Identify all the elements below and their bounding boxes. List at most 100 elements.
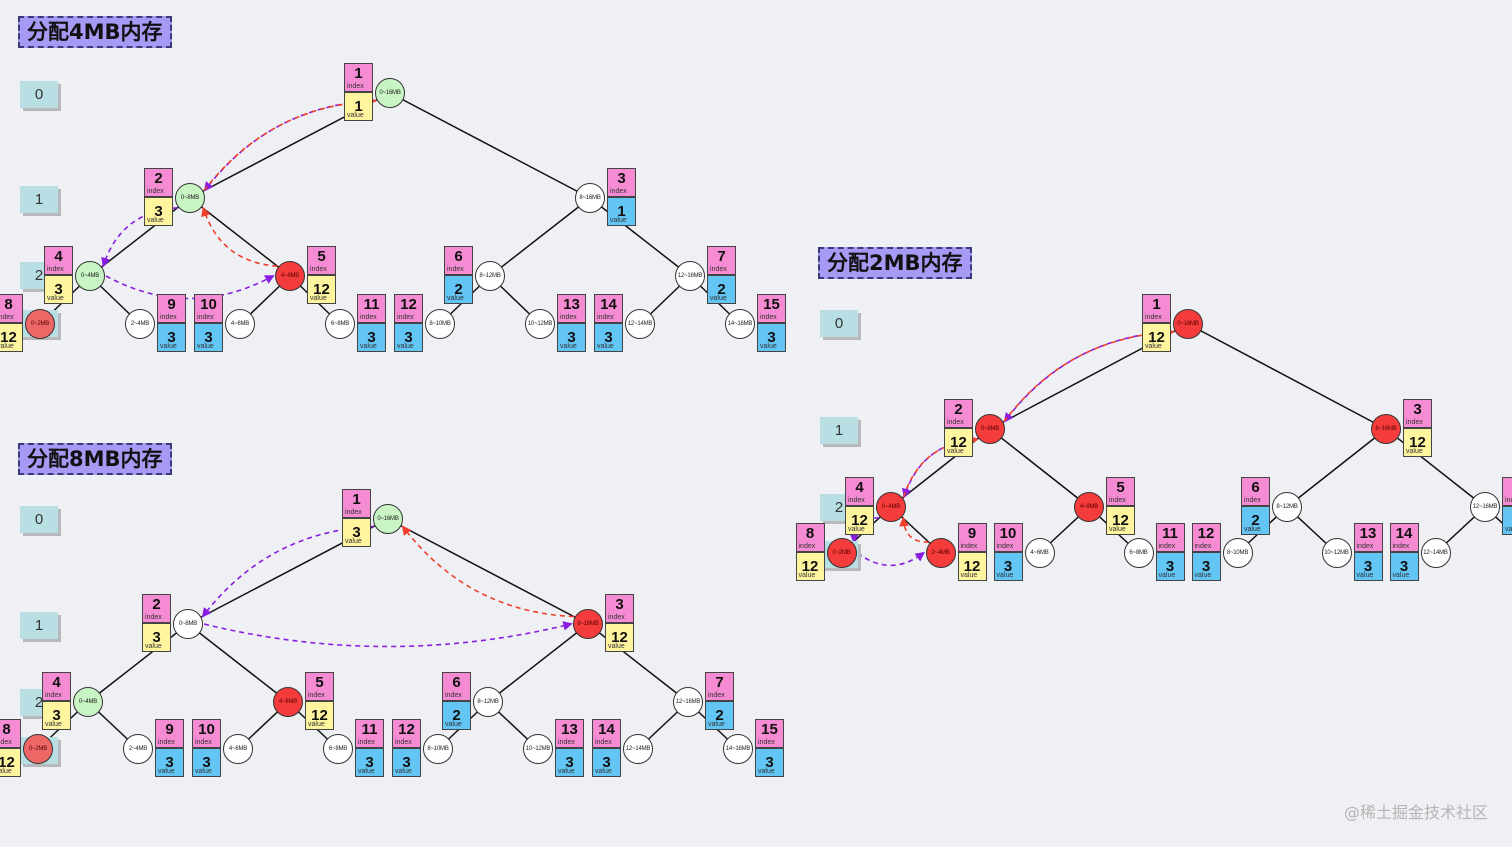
value-number: 3	[404, 329, 413, 346]
value-number: 3	[165, 754, 174, 771]
index-number: 3	[617, 170, 626, 187]
value-caption: value	[708, 721, 725, 728]
tree-node: 12~16MB	[1470, 492, 1500, 522]
value-number: 12	[1148, 329, 1165, 346]
index-caption: index	[1158, 543, 1176, 550]
tree-node: 14~16MB	[723, 734, 753, 764]
value-number: 12	[801, 558, 819, 575]
tree-node: 4~6MB	[1024, 538, 1055, 568]
value-caption: value	[358, 768, 375, 775]
index-caption: index	[345, 509, 362, 516]
value-number: 3	[1399, 558, 1409, 575]
value-number: 12	[311, 707, 328, 724]
tree-node: 0~8MB	[175, 183, 205, 213]
tree-node: 0~8MB	[975, 414, 1005, 444]
index-number: 1	[1152, 296, 1161, 313]
index-number: 8	[805, 525, 815, 542]
tree-node: 0~2MB	[25, 309, 55, 339]
index-caption: index	[1392, 543, 1410, 550]
index-number: 3	[1413, 401, 1422, 418]
index-caption: index	[760, 314, 777, 321]
value-caption: value	[345, 538, 362, 545]
value-caption: value	[147, 217, 164, 224]
index-number: 5	[317, 248, 326, 265]
value-caption: value	[447, 295, 464, 302]
value-number: 12	[611, 629, 628, 646]
value-number: 12	[0, 754, 15, 771]
index-caption: index	[610, 188, 627, 195]
value-caption: value	[1109, 526, 1126, 533]
update-path-arrow	[899, 516, 929, 543]
index-caption: index	[960, 543, 978, 550]
tree-edge	[189, 197, 291, 277]
search-path-arrow	[105, 275, 275, 300]
index-caption: index	[358, 739, 375, 746]
tree-node: 8~10MB	[423, 734, 453, 764]
index-number: 11	[361, 721, 378, 738]
tree-node: 6~8MB	[323, 734, 353, 764]
value-number: 2	[715, 707, 724, 724]
index-caption: index	[347, 83, 364, 90]
index-number: 5	[1116, 479, 1125, 496]
value-number: 3	[1201, 558, 1211, 575]
level-label: 1	[820, 417, 858, 444]
value-caption: value	[848, 526, 865, 533]
index-caption: index	[710, 266, 727, 273]
value-number: 12	[313, 281, 330, 298]
tree-edge	[89, 197, 191, 277]
value-caption: value	[1194, 572, 1212, 579]
index-caption: index	[160, 314, 177, 321]
index-caption: index	[1145, 314, 1162, 321]
index-number: 9	[165, 721, 174, 738]
tree-edge	[1286, 428, 1387, 508]
index-caption: index	[996, 543, 1014, 550]
value-number: 3	[167, 329, 176, 346]
level-label: 1	[20, 612, 58, 639]
value-caption: value	[947, 448, 964, 455]
tree-node: 4~8MB	[273, 687, 303, 717]
index-caption: index	[0, 314, 14, 321]
value-number: 3	[1363, 558, 1373, 575]
index-number: 15	[761, 721, 778, 738]
value-caption: value	[445, 721, 462, 728]
value-number: 3	[767, 329, 776, 346]
level-label: 0	[20, 81, 58, 108]
index-number: 2	[954, 401, 963, 418]
value-number: 3	[367, 329, 376, 346]
value-number: 2	[717, 281, 726, 298]
index-caption: index	[1109, 497, 1126, 504]
value-number: 3	[567, 329, 576, 346]
tree-edge	[989, 428, 1090, 508]
tree-edge	[187, 623, 289, 703]
value-caption: value	[558, 768, 575, 775]
